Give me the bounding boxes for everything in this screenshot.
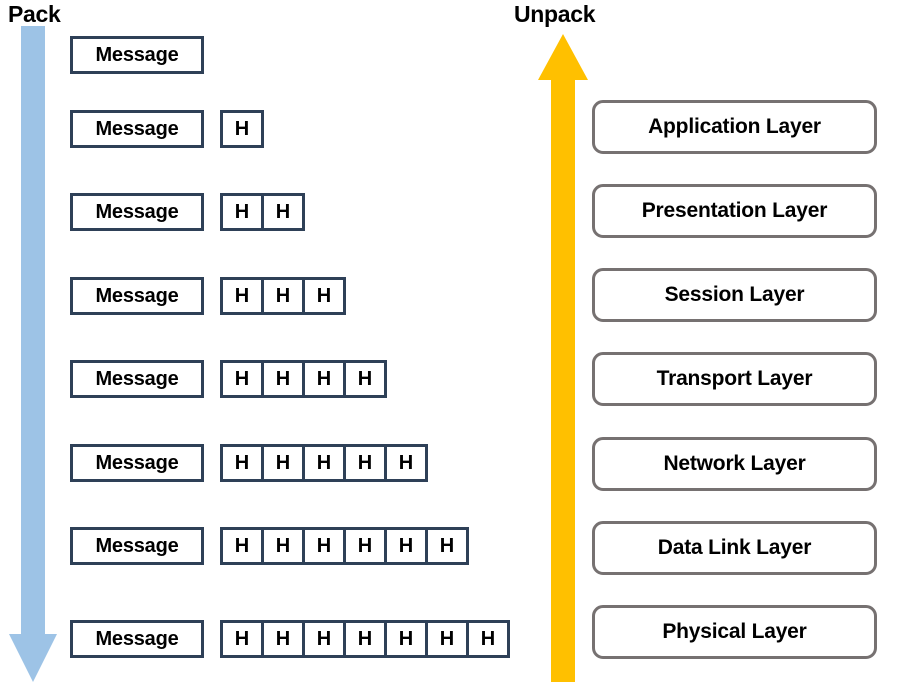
header-box: H — [261, 360, 305, 398]
layer-box-physical: Physical Layer — [592, 605, 877, 659]
message-box: Message — [70, 444, 204, 482]
header-strip: H H H H H H H — [220, 620, 510, 658]
message-box: Message — [70, 277, 204, 315]
pack-row: Message H — [70, 110, 264, 150]
header-box: H — [343, 360, 387, 398]
header-box: H — [261, 277, 305, 315]
header-box: H — [384, 620, 428, 658]
header-box: H — [343, 444, 387, 482]
header-box: H — [220, 620, 264, 658]
header-box: H — [220, 193, 264, 231]
header-box: H — [302, 444, 346, 482]
header-box: H — [302, 277, 346, 315]
pack-row: Message H H H H H — [70, 444, 428, 484]
header-box: H — [425, 620, 469, 658]
message-box: Message — [70, 360, 204, 398]
header-box: H — [343, 620, 387, 658]
header-strip: H — [220, 110, 264, 148]
message-box: Message — [70, 110, 204, 148]
pack-down-arrow-icon — [9, 26, 57, 682]
header-box: H — [466, 620, 510, 658]
header-box: H — [343, 527, 387, 565]
header-box: H — [220, 527, 264, 565]
pack-row: Message — [70, 36, 220, 76]
layer-box-session: Session Layer — [592, 268, 877, 322]
pack-label: Pack — [8, 1, 61, 27]
unpack-label: Unpack — [514, 1, 596, 27]
header-box: H — [261, 444, 305, 482]
pack-row: Message H H H H — [70, 360, 387, 400]
unpack-up-arrow-icon — [538, 34, 588, 682]
pack-row: Message H H H H H H — [70, 527, 469, 567]
header-box: H — [261, 620, 305, 658]
header-strip: H H — [220, 193, 305, 231]
header-box: H — [302, 360, 346, 398]
header-box: H — [220, 360, 264, 398]
header-box: H — [384, 527, 428, 565]
header-box: H — [302, 620, 346, 658]
header-strip: H H H H H H — [220, 527, 469, 565]
message-box: Message — [70, 527, 204, 565]
layer-box-transport: Transport Layer — [592, 352, 877, 406]
header-strip: H H H H — [220, 360, 387, 398]
layer-box-application: Application Layer — [592, 100, 877, 154]
layer-box-data-link: Data Link Layer — [592, 521, 877, 575]
layer-box-network: Network Layer — [592, 437, 877, 491]
header-box: H — [261, 193, 305, 231]
header-box: H — [302, 527, 346, 565]
header-box: H — [384, 444, 428, 482]
pack-row: Message H H — [70, 193, 305, 233]
header-box: H — [261, 527, 305, 565]
message-box: Message — [70, 620, 204, 658]
header-strip: H H H — [220, 277, 346, 315]
header-box: H — [425, 527, 469, 565]
header-box: H — [220, 110, 264, 148]
pack-row: Message H H H H H H H — [70, 620, 510, 660]
message-box: Message — [70, 193, 204, 231]
header-box: H — [220, 444, 264, 482]
message-box: Message — [70, 36, 204, 74]
header-strip: H H H H H — [220, 444, 428, 482]
header-box: H — [220, 277, 264, 315]
layer-box-presentation: Presentation Layer — [592, 184, 877, 238]
pack-row: Message H H H — [70, 277, 346, 317]
